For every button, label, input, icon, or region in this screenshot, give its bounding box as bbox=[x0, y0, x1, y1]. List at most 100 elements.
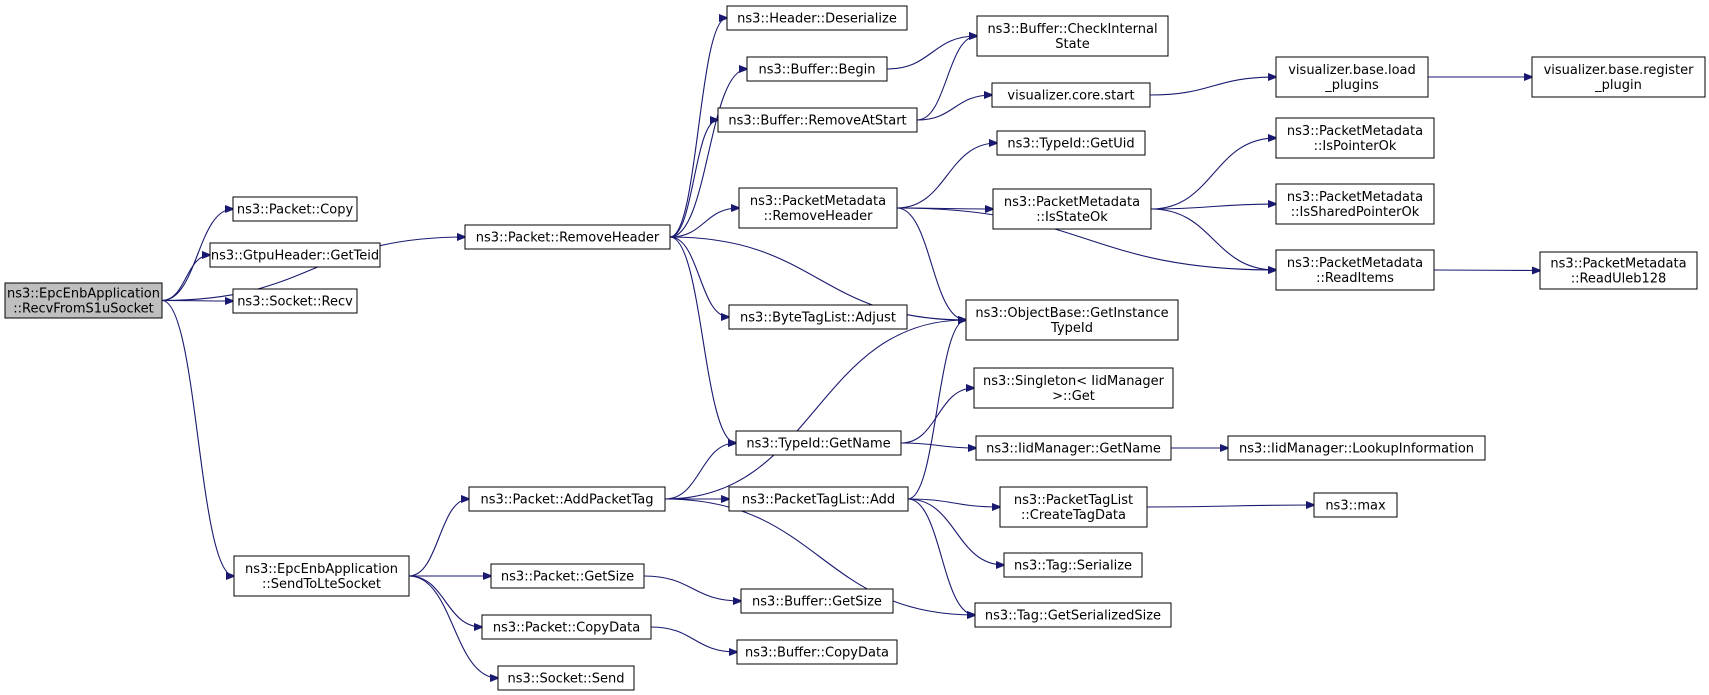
node-pmreaditems[interactable]: ns3::PacketMetadata::ReadItems bbox=[1275, 249, 1435, 291]
node-box bbox=[728, 304, 908, 330]
node-root[interactable]: ns3::EpcEnbApplication::RecvFromS1uSocke… bbox=[4, 282, 163, 319]
node-box bbox=[233, 555, 410, 597]
node-btladjust[interactable]: ns3::ByteTagList::Adjust bbox=[728, 304, 908, 330]
edge-ptlcreate-to-max bbox=[1146, 505, 1314, 507]
node-label: ns3::PacketTagList bbox=[1014, 493, 1133, 508]
node-addptag[interactable]: ns3::Packet::AddPacketTag bbox=[468, 486, 666, 512]
node-label: ::IsStateOk bbox=[1036, 210, 1108, 225]
node-label: ns3::ObjectBase::GetInstance bbox=[975, 306, 1168, 321]
edge-premhdr-to-btladjust bbox=[669, 236, 729, 317]
edge-premhdr-to-tidgetname bbox=[669, 236, 736, 443]
node-label: ns3::Packet::AddPacketTag bbox=[480, 493, 653, 508]
node-box bbox=[1539, 251, 1698, 290]
node-iidlookup[interactable]: ns3::IidManager::LookupInformation bbox=[1227, 435, 1486, 461]
node-label: ns3::PacketMetadata bbox=[1287, 124, 1423, 139]
edge-pmremhdr-to-obgetinst bbox=[896, 207, 966, 320]
node-tidgetname[interactable]: ns3::TypeId::GetName bbox=[735, 430, 902, 456]
edge-bufremstart-to-viscore bbox=[916, 95, 992, 121]
node-label: ns3::ByteTagList::Adjust bbox=[740, 311, 896, 326]
node-bufremstart[interactable]: ns3::Buffer::RemoveAtStart bbox=[717, 107, 918, 133]
edge-addptag-to-obgetinst bbox=[664, 320, 966, 500]
node-pmptrok[interactable]: ns3::PacketMetadata::IsPointerOk bbox=[1275, 117, 1435, 159]
edge-ptladd-to-obgetinst bbox=[907, 320, 966, 500]
edge-pmreaditems-to-pmuleb bbox=[1433, 270, 1540, 271]
node-label: >::Get bbox=[1052, 389, 1095, 404]
node-label: ::RemoveHeader bbox=[764, 209, 874, 224]
node-box bbox=[975, 435, 1172, 461]
node-label: ns3::TypeId::GetName bbox=[746, 437, 890, 452]
node-viscore[interactable]: visualizer.core.start bbox=[991, 82, 1151, 108]
node-ptlcreate[interactable]: ns3::PacketTagList::CreateTagData bbox=[999, 486, 1148, 528]
node-pgetsize[interactable]: ns3::Packet::GetSize bbox=[490, 563, 645, 589]
node-box bbox=[468, 486, 666, 512]
node-pmuleb[interactable]: ns3::PacketMetadata::ReadUleb128 bbox=[1539, 251, 1698, 290]
node-hdrdeser[interactable]: ns3::Header::Deserialize bbox=[726, 5, 908, 31]
node-ptladd[interactable]: ns3::PacketTagList::Add bbox=[728, 486, 909, 512]
node-bufbegin[interactable]: ns3::Buffer::Begin bbox=[746, 56, 888, 82]
node-label: ns3::Socket::Recv bbox=[237, 295, 353, 310]
node-visload[interactable]: visualizer.base.load_plugins bbox=[1275, 56, 1429, 98]
node-pmshared[interactable]: ns3::PacketMetadata::IsSharedPointerOk bbox=[1275, 183, 1435, 225]
node-tidgetuid[interactable]: ns3::TypeId::GetUid bbox=[996, 130, 1146, 156]
node-pmstateok[interactable]: ns3::PacketMetadata::IsStateOk bbox=[992, 188, 1152, 230]
edge-premhdr-to-hdrdeser bbox=[669, 18, 727, 238]
edge-premhdr-to-obgetinst bbox=[669, 236, 966, 320]
node-box bbox=[996, 130, 1146, 156]
edge-pcopydata-to-bufcopydata bbox=[650, 626, 737, 652]
node-bufgetsize[interactable]: ns3::Buffer::GetSize bbox=[740, 588, 894, 614]
node-box bbox=[740, 588, 894, 614]
edge-pmremhdr-to-pmreaditems bbox=[896, 207, 1276, 270]
edge-sendlte-to-ssend bbox=[408, 575, 498, 678]
node-singleton[interactable]: ns3::Singleton< IidManager >::Get bbox=[973, 367, 1174, 409]
node-box bbox=[490, 563, 645, 589]
node-sendlte[interactable]: ns3::EpcEnbApplication::SendToLteSocket bbox=[233, 555, 410, 597]
edge-premhdr-to-pmremhdr bbox=[669, 208, 739, 238]
edge-sendlte-to-addptag bbox=[408, 499, 469, 577]
node-label: ns3::Singleton< IidManager bbox=[983, 374, 1165, 389]
node-pcopy[interactable]: ns3::Packet::Copy bbox=[232, 196, 358, 222]
node-label: ::IsSharedPointerOk bbox=[1291, 205, 1420, 220]
node-box bbox=[4, 282, 163, 319]
node-label: ns3::Packet::GetSize bbox=[501, 570, 634, 585]
node-label: ns3::IidManager::LookupInformation bbox=[1239, 442, 1474, 457]
node-taggetsize[interactable]: ns3::Tag::GetSerializedSize bbox=[974, 602, 1172, 628]
node-srecv[interactable]: ns3::Socket::Recv bbox=[232, 288, 358, 314]
node-box bbox=[464, 224, 671, 250]
node-label: _plugins bbox=[1324, 78, 1379, 93]
node-label: visualizer.base.register bbox=[1544, 63, 1695, 78]
node-box bbox=[717, 107, 918, 133]
node-box bbox=[965, 299, 1179, 341]
node-box bbox=[974, 602, 1172, 628]
node-label: TypeId bbox=[1050, 321, 1093, 336]
node-ssend[interactable]: ns3::Socket::Send bbox=[497, 665, 635, 691]
edge-tidgetname-to-iidgetname bbox=[900, 442, 976, 448]
node-label: ns3::Tag::Serialize bbox=[1014, 559, 1132, 574]
edge-premhdr-to-bufremstart bbox=[669, 120, 718, 238]
edge-addptag-to-tidgetname bbox=[664, 443, 736, 500]
node-box bbox=[976, 15, 1169, 57]
node-pcopydata[interactable]: ns3::Packet::CopyData bbox=[481, 614, 652, 640]
node-bufcopydata[interactable]: ns3::Buffer::CopyData bbox=[736, 639, 898, 665]
node-premhdr[interactable]: ns3::Packet::RemoveHeader bbox=[464, 224, 671, 250]
node-box bbox=[973, 367, 1174, 409]
node-label: ns3::GtpuHeader::GetTeid bbox=[211, 249, 379, 264]
node-label: ns3::TypeId::GetUid bbox=[1007, 137, 1134, 152]
node-box bbox=[1531, 56, 1706, 98]
node-iidgetname[interactable]: ns3::IidManager::GetName bbox=[975, 435, 1172, 461]
edge-addptag-to-taggetsize bbox=[664, 498, 975, 615]
node-label: State bbox=[1055, 37, 1089, 52]
edge-pmremhdr-to-tidgetuid bbox=[896, 143, 997, 209]
node-visreg[interactable]: visualizer.base.register_plugin bbox=[1531, 56, 1706, 98]
node-pmremhdr[interactable]: ns3::PacketMetadata::RemoveHeader bbox=[738, 187, 898, 229]
edge-pmstateok-to-pmshared bbox=[1150, 204, 1276, 210]
edge-pgetsize-to-bufgetsize bbox=[643, 575, 741, 601]
node-gtpu[interactable]: ns3::GtpuHeader::GetTeid bbox=[209, 242, 381, 268]
node-max[interactable]: ns3::max bbox=[1313, 492, 1398, 518]
edges-layer bbox=[161, 18, 1540, 678]
node-box bbox=[726, 5, 908, 31]
edge-viscore-to-visload bbox=[1149, 77, 1276, 96]
node-tagser[interactable]: ns3::Tag::Serialize bbox=[1003, 552, 1143, 578]
node-box bbox=[991, 82, 1151, 108]
